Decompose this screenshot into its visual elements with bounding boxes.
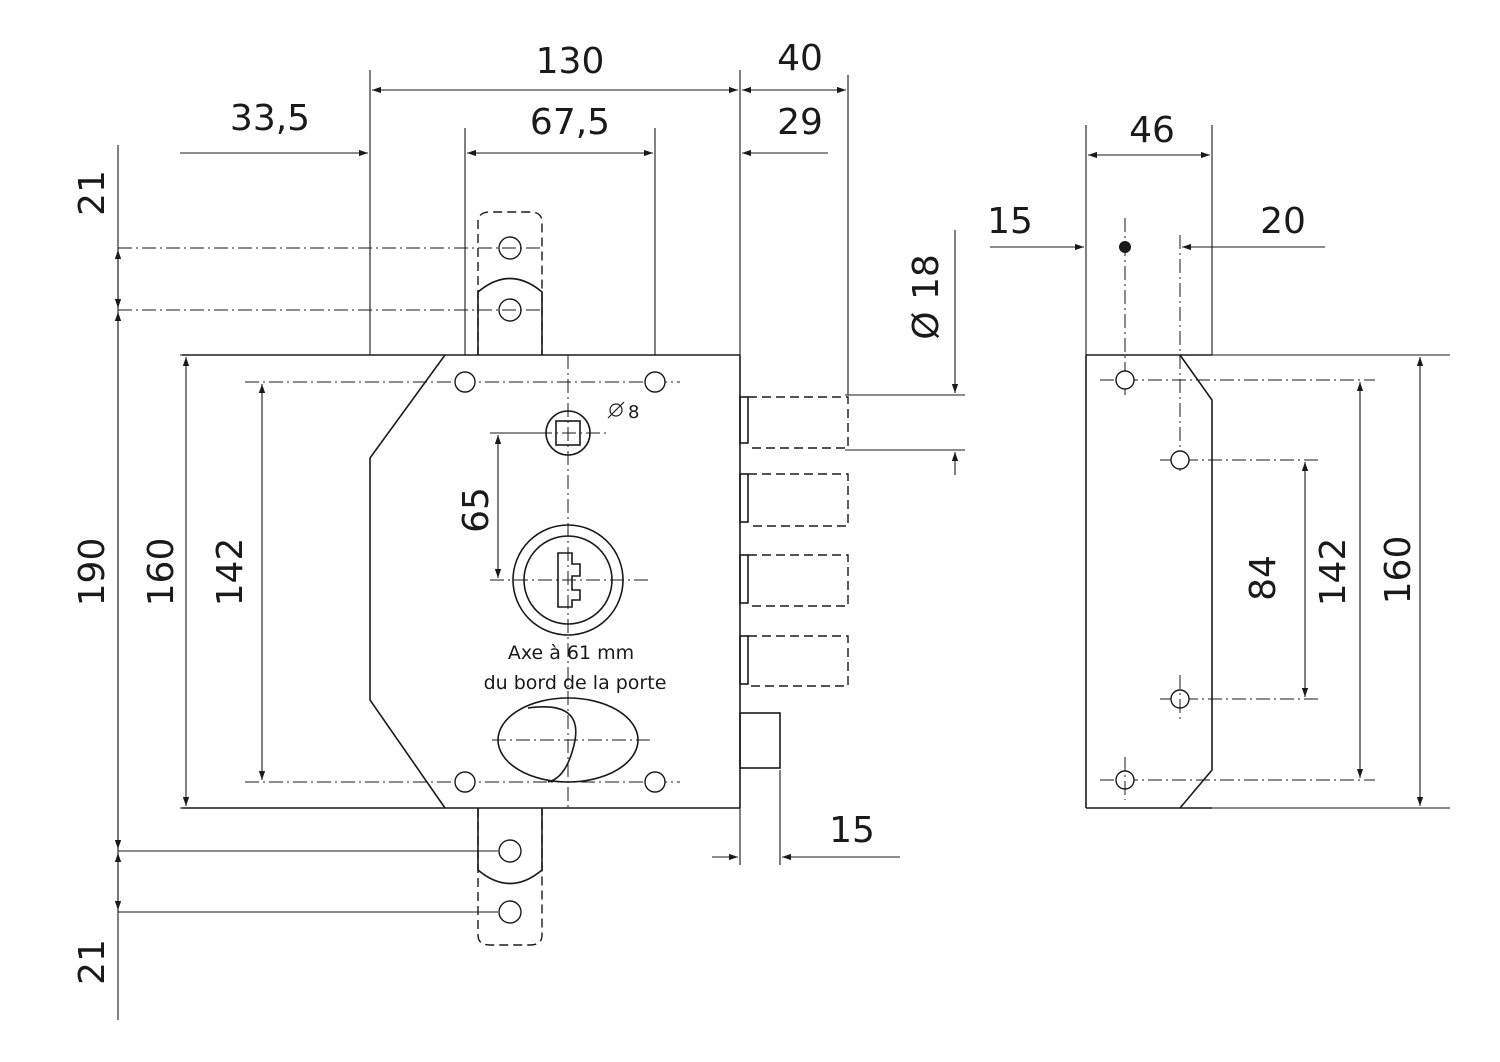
lock-case [182,354,741,809]
dim-21-bottom: 21 [72,939,113,985]
side-reference-dot [1119,241,1131,253]
spindle-square-label: 8 [628,402,639,423]
dim-67-5: 67,5 [530,102,610,143]
side-view: 46 15 20 84 142 160 [987,110,1450,809]
dim-46: 46 [1129,110,1175,151]
dim-160: 160 [141,538,182,607]
axis-note-line1: Axe à 61 mm [508,642,634,664]
strike-plate-bottom [477,808,543,946]
dimension-lines [114,86,959,910]
cylinder-hole [490,524,648,636]
latch [739,712,781,769]
fixing-hole-bottom-right [644,771,666,793]
handle-rose [492,697,650,783]
bolts [739,396,849,687]
fixing-hole-bottom-left [454,771,476,793]
dim-15-latch: 15 [829,810,875,851]
dim-65: 65 [456,487,497,533]
dim-142: 142 [210,538,251,607]
dim-15-side: 15 [987,201,1033,242]
dim-29: 29 [777,102,823,143]
dim-160-side: 160 [1378,536,1419,605]
hole-reference-lines [118,247,545,913]
side-dimension-lines [990,151,1424,806]
dim-33-5: 33,5 [230,98,310,139]
dim-84: 84 [1243,555,1284,601]
axis-note-line2: du bord de la porte [484,672,667,694]
dim-21-top: 21 [72,170,113,216]
dim-142-side: 142 [1313,538,1354,607]
dim-130: 130 [536,41,605,82]
side-holes [1100,241,1375,800]
dimension-texts: 130 40 33,5 67,5 29 21 190 21 160 142 65… [72,38,947,985]
dim-20: 20 [1260,201,1306,242]
side-dimension-texts: 46 15 20 84 142 160 [987,110,1419,606]
dim-diameter-18: Ø 18 [906,254,947,340]
dim-190: 190 [72,538,113,607]
dim-40: 40 [777,38,823,79]
front-view: 8 Axe à 61 mm du bord de la porte [72,38,965,1020]
fixing-hole-top-right [644,371,666,393]
side-profile [1085,354,1213,809]
fixing-hole-top-left [454,371,476,393]
spindle-follower: 8 [490,401,639,456]
strike-plate-top [477,211,543,355]
